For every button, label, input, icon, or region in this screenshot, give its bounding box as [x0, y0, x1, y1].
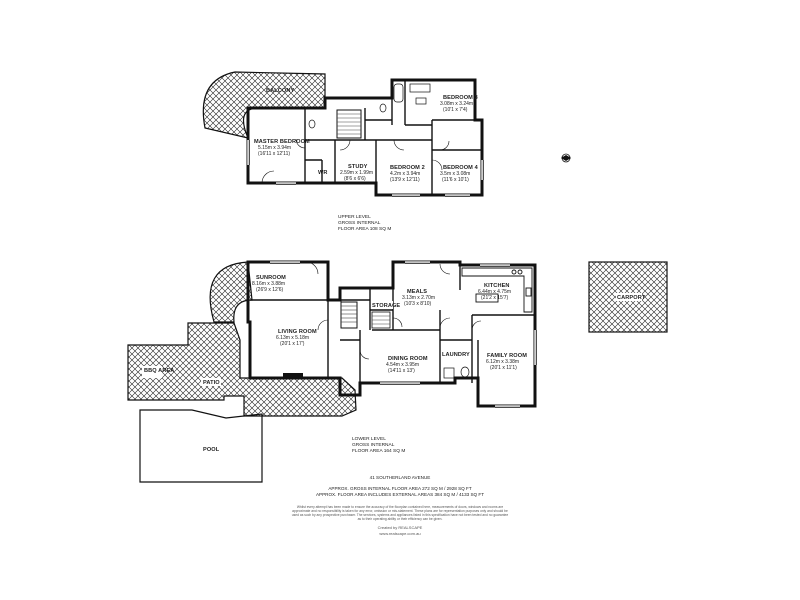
bedroom-4-metric: 3.5m x 3.08m — [440, 171, 470, 177]
master-bedroom-imperial: (16'11 x 12'11) — [258, 151, 290, 157]
sunroom-bay — [209, 261, 253, 323]
fireplace — [283, 373, 303, 379]
bedroom-4-label: BEDROOM 4 — [443, 165, 479, 171]
bedroom-2-metric: 4.2m x 3.94m — [390, 171, 420, 177]
compass-icon — [561, 153, 571, 163]
kitchen-metric: 6.44m x 4.75m — [478, 289, 511, 295]
pool-outline — [139, 409, 263, 483]
dining-room-label: DINING ROOM — [388, 356, 428, 362]
living-room-imperial: (20'1 x 17') — [280, 341, 305, 347]
upper-caption-2: GROSS INTERNAL — [338, 220, 381, 226]
wr-label: WR — [318, 170, 328, 176]
kitchen-imperial: (21'2 x 15'7) — [481, 295, 509, 301]
family-room-label: FAMILY ROOM — [487, 353, 527, 359]
study-label: STUDY — [348, 164, 368, 170]
bedroom-3-metric: 3.08m x 3.24m — [440, 101, 473, 107]
meals-metric: 3.13m x 2.70m — [402, 295, 435, 301]
bedroom-3-imperial: (10'1 x 7'4) — [443, 107, 468, 113]
stair-icon — [336, 109, 362, 139]
dining-room-imperial: (14'11 x 13') — [388, 368, 415, 374]
bedroom-3-label: BEDROOM 3 — [443, 95, 478, 101]
patio-area — [127, 322, 357, 417]
laundry-fixtures — [443, 366, 470, 379]
study-metric: 2.59m x 1.99m — [340, 170, 373, 176]
bedroom-4-imperial: (11'6 x 10'1) — [442, 177, 469, 183]
living-room-label: LIVING ROOM — [278, 329, 317, 335]
kitchen-label: KITCHEN — [484, 283, 510, 289]
bedroom-2-imperial: (13'9 x 12'11) — [390, 177, 420, 183]
laundry-label: LAUNDRY — [442, 352, 470, 358]
sunroom-metric: 8.16m x 3.88m — [252, 281, 285, 287]
storage-label: STORAGE — [372, 303, 400, 309]
disclaimer-line-2: approximate and no responsibility is tak… — [292, 509, 508, 513]
upper-internal-walls — [304, 80, 482, 195]
lower-caption-1: LOWER LEVEL — [352, 436, 386, 442]
created-by: Created by REALSCAPE — [378, 525, 423, 530]
upper-level: BALCONY — [202, 71, 571, 232]
disclaimer-line-1: Whilst every attempt has been made to en… — [297, 505, 504, 509]
balcony-label: BALCONY — [266, 88, 295, 94]
area-internal: APPROX. GROSS INTERNAL FLOOR AREA 272 SQ… — [328, 486, 471, 491]
living-room-metric: 6.13m x 5.18m — [276, 335, 309, 341]
kitchen-counters — [461, 267, 533, 313]
lower-windows — [270, 261, 536, 407]
carport-label: CARPORT — [617, 295, 646, 301]
lower-level: BBQ AREA PATIO — [127, 260, 668, 483]
lower-internal-walls — [250, 265, 535, 406]
lower-caption-2: GROSS INTERNAL — [352, 442, 395, 448]
bedroom-2-label: BEDROOM 2 — [390, 165, 425, 171]
upper-doors — [261, 138, 450, 184]
master-bedroom-metric: 5.15m x 3.94m — [258, 145, 291, 151]
upper-windows — [247, 140, 483, 196]
lower-doors — [305, 261, 482, 360]
dining-room-metric: 4.54m x 3.95m — [386, 362, 419, 368]
disclaimer-line-3: used as such by any prospective purchase… — [292, 513, 509, 517]
family-room-metric: 6.12m x 3.38m — [486, 359, 519, 365]
sunroom-label: SUNROOM — [256, 275, 286, 281]
website: www.realscape.com.au — [379, 531, 420, 536]
disclaimer-line-4: as to their operating ability or their e… — [358, 517, 443, 521]
bath-icon — [308, 83, 431, 129]
patio-label: PATIO — [203, 380, 220, 386]
pool-label: POOL — [203, 447, 220, 453]
family-room-imperial: (20'1 x 11'1) — [490, 365, 517, 371]
stair-icon — [340, 301, 391, 329]
sunroom-imperial: (26'9 x 12'6) — [256, 287, 284, 293]
meals-imperial: (10'3 x 8'10) — [404, 301, 432, 307]
study-imperial: (8'6 x 6'6) — [344, 176, 366, 182]
meals-label: MEALS — [407, 289, 427, 295]
balcony-area — [202, 71, 326, 139]
address: 41 SOUTHERLAND AVENUE — [370, 475, 431, 480]
bbq-area-label: BBQ AREA — [144, 368, 174, 374]
upper-caption-1: UPPER LEVEL — [338, 214, 371, 220]
plan-footer: 41 SOUTHERLAND AVENUE APPROX. GROSS INTE… — [292, 475, 509, 536]
lower-caption-3: FLOOR AREA 164 SQ M — [352, 448, 405, 454]
upper-caption-3: FLOOR AREA 108 SQ M — [338, 226, 391, 232]
area-external: APPROX. FLOOR AREA INCLUDES EXTERNAL ARE… — [316, 492, 484, 497]
master-bedroom-label: MASTER BEDROOM — [254, 139, 310, 145]
